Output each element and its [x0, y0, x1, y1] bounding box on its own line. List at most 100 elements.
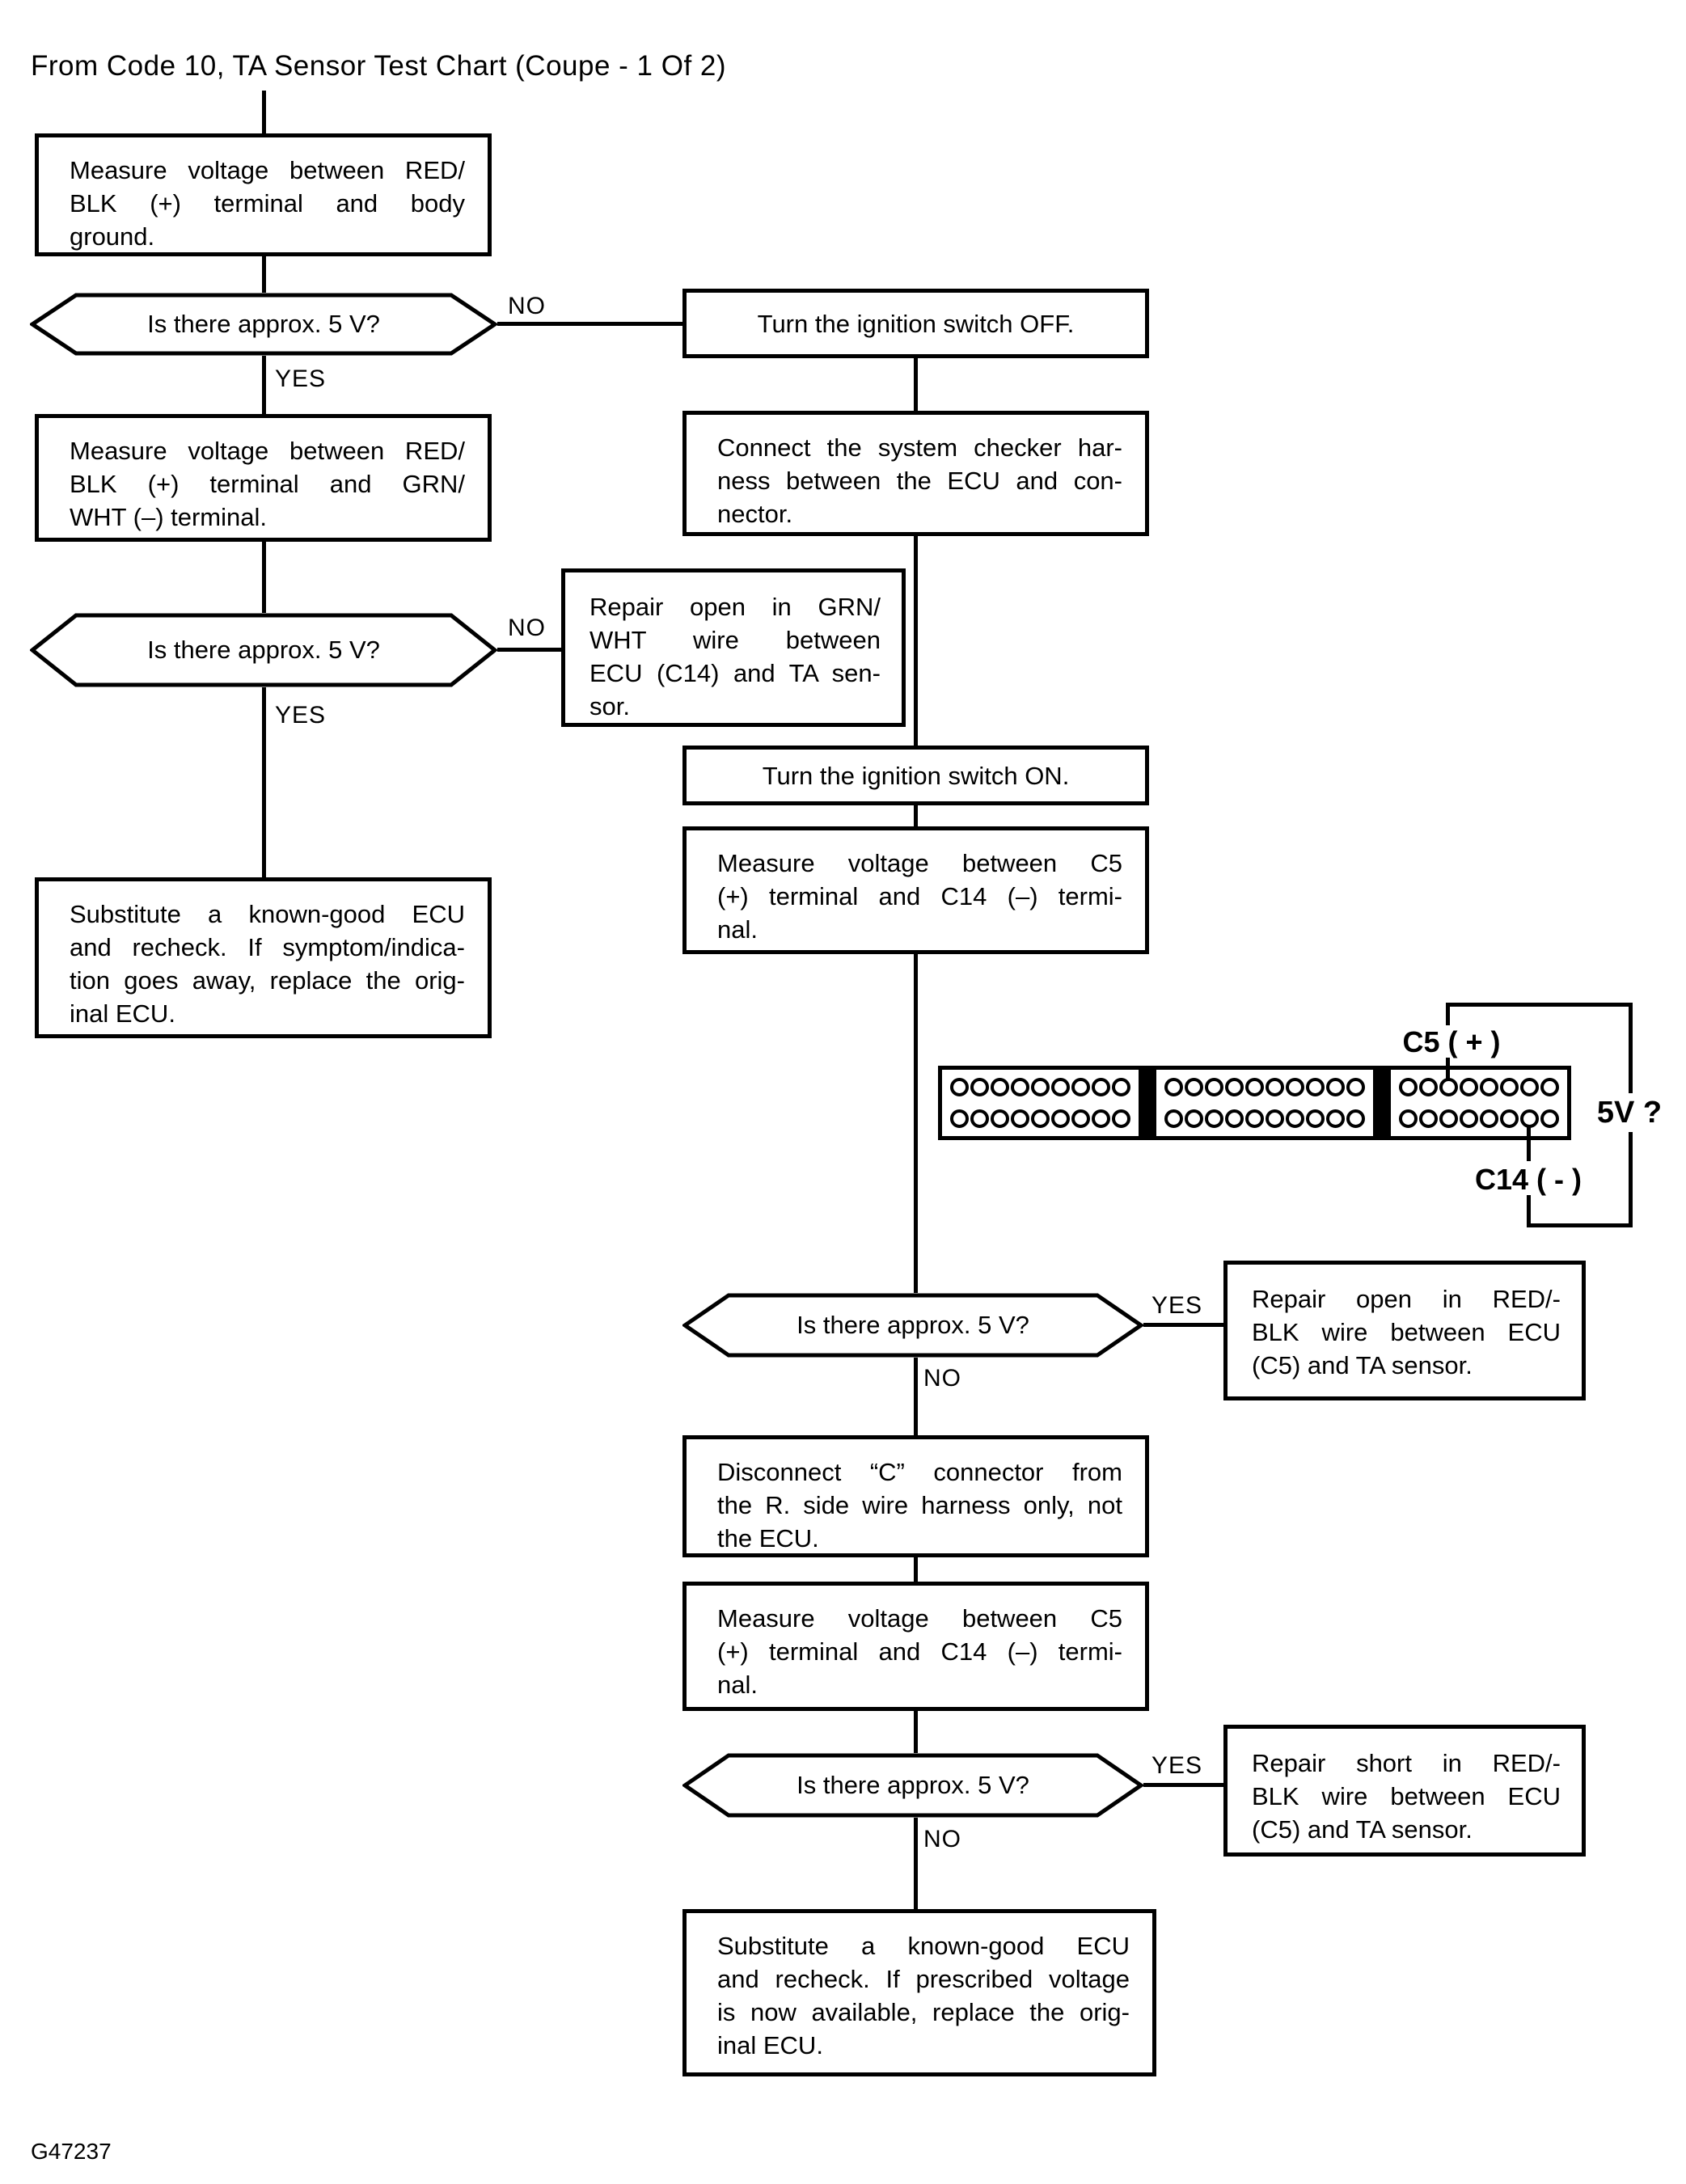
connector-pin [1031, 1109, 1050, 1128]
connector-pin [1480, 1109, 1498, 1128]
c5-leader-line [1446, 1058, 1450, 1080]
connector-pin [1092, 1078, 1110, 1096]
process-measure-c5-c14-first: Measure voltage between C5(+) terminal a… [682, 826, 1149, 954]
connector-pin [1540, 1078, 1559, 1096]
action-repair-open-red-blk: Repair open in RED/-BLK wire between ECU… [1223, 1261, 1586, 1400]
connector-pin [1286, 1078, 1304, 1096]
connector-pin [1460, 1109, 1478, 1128]
figure-code: G47237 [31, 2139, 112, 2164]
connector-pin [970, 1078, 989, 1096]
connector-pin [1112, 1109, 1130, 1128]
connector-pin [1286, 1109, 1304, 1128]
connector-pin [1326, 1078, 1345, 1096]
label-yes-2: YES [275, 702, 327, 729]
label-no-2: NO [508, 615, 546, 641]
process-text: Measure voltage between C5(+) terminal a… [717, 849, 1122, 944]
connector-pin [1245, 1109, 1264, 1128]
connector-pin-row [1399, 1109, 1559, 1128]
connector-pin [1266, 1109, 1284, 1128]
flow-line [914, 358, 918, 411]
connector-pin [1306, 1078, 1325, 1096]
process-ignition-off: Turn the ignition switch OFF. [682, 289, 1149, 358]
connector-pin [1205, 1078, 1223, 1096]
flow-line [914, 1818, 918, 1909]
connector-pin [1480, 1078, 1498, 1096]
label-no-1: NO [508, 293, 546, 319]
connector-pin [1071, 1109, 1090, 1128]
process-text: Repair open in RED/-BLK wire between ECU… [1252, 1285, 1561, 1379]
connector-pin [1419, 1078, 1438, 1096]
connector-pin [1419, 1109, 1438, 1128]
connector-pin [1031, 1078, 1050, 1096]
decision-question: Is there approx. 5 V? [147, 310, 380, 338]
process-text: Measure voltage between RED/BLK (+) term… [70, 437, 465, 531]
connector-pin [1071, 1078, 1090, 1096]
connector-pin-row [1399, 1078, 1559, 1096]
flow-line [262, 687, 266, 877]
process-connect-checker: Connect the system checker har-ness betw… [682, 411, 1149, 536]
connector-pin [1306, 1109, 1325, 1128]
label-yes-4: YES [1151, 1752, 1203, 1779]
label-yes-3: YES [1151, 1292, 1203, 1319]
connector-pin-row [950, 1109, 1130, 1128]
connector-pin [950, 1109, 969, 1128]
flow-line [914, 1557, 918, 1582]
flow-line [262, 256, 266, 293]
c14-leader-line [1527, 1127, 1531, 1161]
connector-block-1 [938, 1066, 1143, 1140]
hexagon-shape [30, 613, 497, 687]
connector-pin-row [1164, 1078, 1365, 1096]
decision-question: Is there approx. 5 V? [147, 636, 380, 664]
connector-pin [1225, 1109, 1244, 1128]
connector-pin [1540, 1109, 1559, 1128]
decision-question: Is there approx. 5 V? [797, 1311, 1029, 1339]
connector-pin [950, 1078, 969, 1096]
connector-pin [1011, 1078, 1029, 1096]
decision-question: Is there approx. 5 V? [797, 1771, 1029, 1799]
connector-pin [970, 1109, 989, 1128]
connector-pin [1051, 1109, 1070, 1128]
connector-pin [1460, 1078, 1478, 1096]
flow-line [914, 536, 918, 746]
edge-no-2 [497, 648, 561, 652]
flow-line [914, 1358, 918, 1435]
flow-line [914, 805, 918, 826]
connector-pin [1346, 1109, 1365, 1128]
hexagon-shape [682, 1293, 1143, 1358]
connector-pin [1439, 1109, 1458, 1128]
decision-approx-5v-1: Is there approx. 5 V? [30, 293, 497, 356]
connector-pin [1326, 1109, 1345, 1128]
flow-line [262, 542, 266, 613]
process-ignition-on: Turn the ignition switch ON. [682, 746, 1149, 805]
c14-bracket-line [1527, 1223, 1633, 1227]
label-no-3: NO [923, 1365, 961, 1392]
process-text: Measure voltage between RED/BLK (+) term… [70, 156, 465, 251]
connector-pin [1439, 1078, 1458, 1096]
connector-pin [991, 1078, 1009, 1096]
connector-pin [1051, 1078, 1070, 1096]
connector-pin [1399, 1109, 1418, 1128]
connector-pin-row [1164, 1109, 1365, 1128]
connector-pin [1346, 1078, 1365, 1096]
process-measure-body-ground: Measure voltage between RED/BLK (+) term… [35, 133, 492, 256]
edge-start [262, 91, 266, 133]
connector-pin [1520, 1078, 1539, 1096]
flow-line [914, 1711, 918, 1753]
process-text: Turn the ignition switch ON. [762, 761, 1070, 790]
connector-pin [1520, 1109, 1539, 1128]
c5-bracket-line [1446, 1003, 1450, 1025]
connector-block-2 [1152, 1066, 1377, 1140]
connector-pin [1112, 1078, 1130, 1096]
decision-approx-5v-2: Is there approx. 5 V? [30, 613, 497, 687]
c5-pin-label: C5 ( + ) [1402, 1025, 1501, 1058]
process-text: Turn the ignition switch OFF. [757, 309, 1075, 338]
ecu-connector-diagram [938, 1066, 1571, 1140]
connector-pin [991, 1109, 1009, 1128]
connector-pin [1164, 1078, 1183, 1096]
